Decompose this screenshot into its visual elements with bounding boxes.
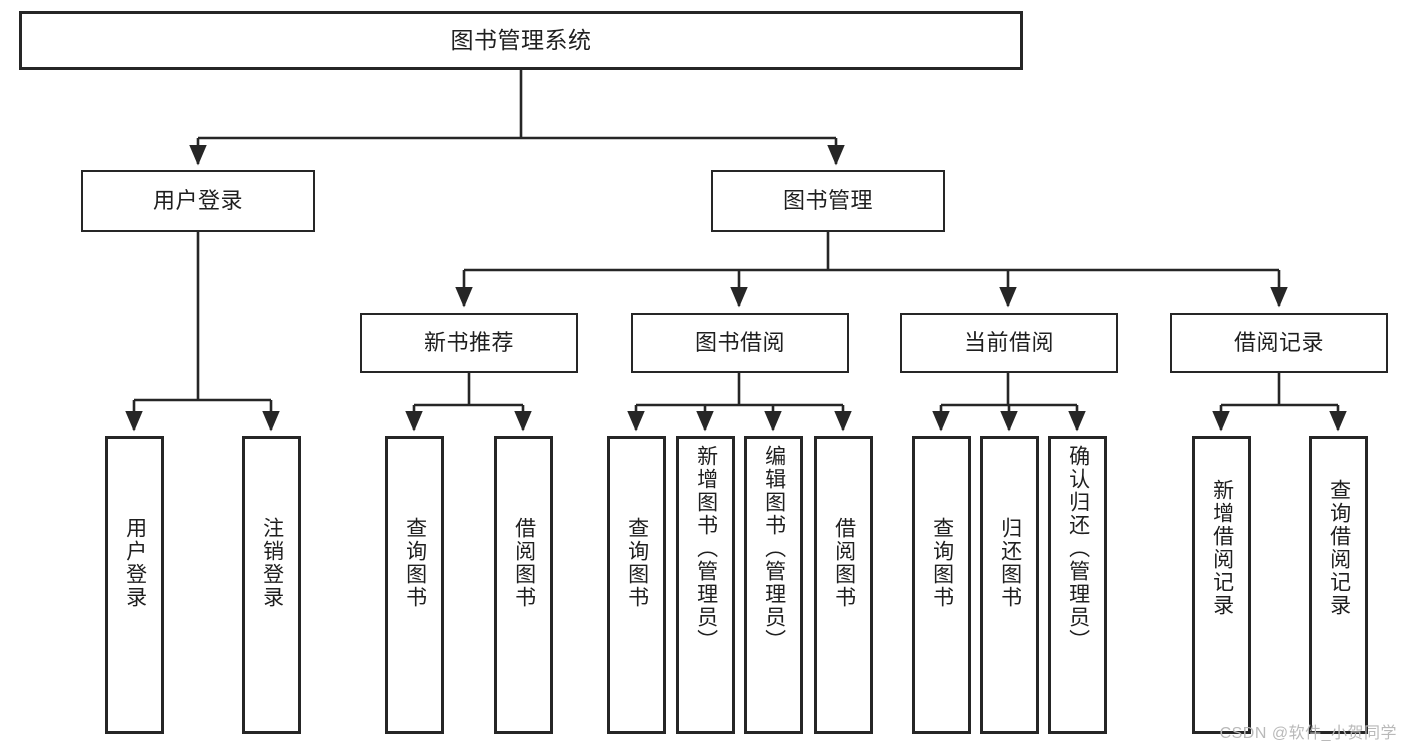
node-label: 新书推荐	[423, 330, 514, 356]
node-leaf-lend-book[interactable]: 借阅图书	[814, 436, 873, 734]
node-label: 注销登录	[260, 517, 284, 609]
node-label: 新增借阅记录	[1210, 479, 1234, 617]
node-leaf-user-logout[interactable]: 注销登录	[242, 436, 301, 734]
node-label: 用户登录	[152, 188, 243, 214]
node-label: 借阅记录	[1233, 330, 1324, 356]
node-leaf-query-book-borrow[interactable]: 查询图书	[607, 436, 666, 734]
node-label: 用户登录	[123, 517, 147, 609]
node-leaf-query-book-rec[interactable]: 查询图书	[385, 436, 444, 734]
node-label: 编辑图书（管理员）	[762, 445, 786, 652]
node-user-login[interactable]: 用户登录	[81, 170, 315, 232]
node-leaf-add-borrow-record[interactable]: 新增借阅记录	[1192, 436, 1251, 734]
node-label: 新增图书（管理员）	[694, 445, 718, 652]
node-label: 查询图书	[403, 517, 427, 609]
node-leaf-user-login[interactable]: 用户登录	[105, 436, 164, 734]
node-leaf-query-borrow-record[interactable]: 查询借阅记录	[1309, 436, 1368, 734]
node-label: 确认归还（管理员）	[1066, 445, 1090, 652]
watermark-csdn: CSDN @软件_小贺同学	[1219, 725, 1397, 742]
node-leaf-query-book-current[interactable]: 查询图书	[912, 436, 971, 734]
node-new-book-recommendation[interactable]: 新书推荐	[360, 313, 578, 373]
node-label: 借阅图书	[832, 517, 856, 609]
node-label: 图书借阅	[694, 330, 785, 356]
node-label: 查询借阅记录	[1327, 479, 1351, 617]
node-label: 查询图书	[930, 517, 954, 609]
node-book-management[interactable]: 图书管理	[711, 170, 945, 232]
node-book-borrow[interactable]: 图书借阅	[631, 313, 849, 373]
node-label: 借阅图书	[512, 517, 536, 609]
node-leaf-edit-book-admin[interactable]: 编辑图书（管理员）	[744, 436, 803, 734]
node-leaf-confirm-return-admin[interactable]: 确认归还（管理员）	[1048, 436, 1107, 734]
node-label: 图书管理系统	[450, 27, 592, 54]
node-label: 图书管理	[782, 188, 873, 214]
node-label: 归还图书	[998, 517, 1022, 609]
node-current-borrow[interactable]: 当前借阅	[900, 313, 1118, 373]
node-label: 查询图书	[625, 517, 649, 609]
node-root-book-management-system[interactable]: 图书管理系统	[19, 11, 1023, 70]
node-leaf-return-book[interactable]: 归还图书	[980, 436, 1039, 734]
node-label: 当前借阅	[963, 330, 1054, 356]
node-borrow-record[interactable]: 借阅记录	[1170, 313, 1388, 373]
node-leaf-add-book-admin[interactable]: 新增图书（管理员）	[676, 436, 735, 734]
node-leaf-borrow-book-rec[interactable]: 借阅图书	[494, 436, 553, 734]
